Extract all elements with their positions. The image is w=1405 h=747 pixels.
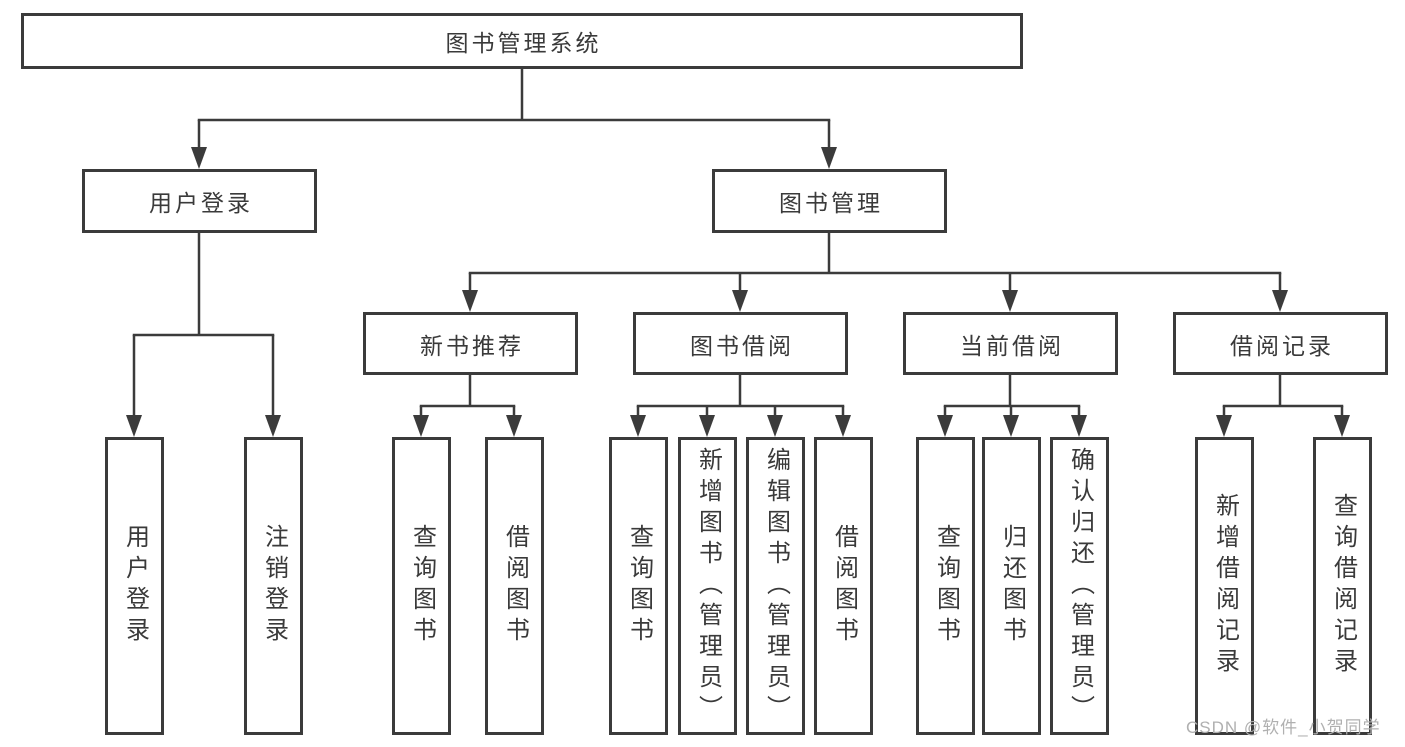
leaf-query-books-recommend-label: 查询图书 (408, 524, 436, 648)
leaf-borrow-books-label: 借阅图书 (830, 524, 858, 648)
node-new-book-recommend: 新书推荐 (363, 312, 578, 375)
connector-new-book-recommend-to-leaves (413, 375, 522, 437)
leaf-logout-login-label: 注销登录 (260, 524, 288, 648)
leaf-confirm-return-admin-label: 确认归还（管理员） (1066, 446, 1094, 726)
connector-book-management-to-level2 (462, 233, 1288, 312)
leaf-confirm-return-admin: 确认归还（管理员） (1050, 437, 1109, 735)
connector-root-to-level1 (191, 69, 837, 169)
node-current-borrow-label: 当前借阅 (960, 332, 1064, 359)
leaf-borrow-books-recommend: 借阅图书 (485, 437, 544, 735)
leaf-logout-login: 注销登录 (244, 437, 303, 735)
leaf-add-book-admin: 新增图书（管理员） (678, 437, 737, 735)
node-book-management: 图书管理 (712, 169, 947, 233)
leaf-return-books-label: 归还图书 (998, 524, 1026, 648)
leaf-query-books-borrow-label: 查询图书 (625, 524, 653, 648)
leaf-user-login-label: 用户登录 (121, 524, 149, 648)
node-book-management-label: 图书管理 (779, 190, 883, 216)
leaf-borrow-books: 借阅图书 (814, 437, 873, 735)
node-borrow-records: 借阅记录 (1173, 312, 1388, 375)
node-book-borrow: 图书借阅 (633, 312, 848, 375)
node-user-login-label: 用户登录 (149, 190, 253, 216)
node-root-system: 图书管理系统 (21, 13, 1023, 69)
leaf-query-books-current: 查询图书 (916, 437, 975, 735)
leaf-edit-book-admin: 编辑图书（管理员） (746, 437, 805, 735)
leaf-add-borrow-record-label: 新增借阅记录 (1211, 493, 1239, 679)
leaf-borrow-books-recommend-label: 借阅图书 (501, 524, 529, 648)
connector-book-borrow-to-leaves (630, 375, 851, 437)
leaf-add-book-admin-label: 新增图书（管理员） (694, 446, 722, 726)
connector-borrow-records-to-leaves (1216, 375, 1350, 437)
node-borrow-records-label: 借阅记录 (1230, 332, 1334, 359)
node-current-borrow: 当前借阅 (903, 312, 1118, 375)
connector-current-borrow-to-leaves (937, 375, 1087, 437)
leaf-query-books-recommend: 查询图书 (392, 437, 451, 735)
leaf-add-borrow-record: 新增借阅记录 (1195, 437, 1254, 735)
leaf-query-books-borrow: 查询图书 (609, 437, 668, 735)
connector-user-login-to-leaves (126, 233, 281, 437)
node-book-borrow-label: 图书借阅 (690, 332, 794, 359)
node-root-system-label: 图书管理系统 (445, 30, 602, 56)
leaf-edit-book-admin-label: 编辑图书（管理员） (762, 446, 790, 726)
leaf-query-borrow-record: 查询借阅记录 (1313, 437, 1372, 735)
leaf-user-login: 用户登录 (105, 437, 164, 735)
node-user-login: 用户登录 (82, 169, 317, 233)
node-new-book-recommend-label: 新书推荐 (420, 332, 524, 359)
csdn-watermark: CSDN @软件_小贺同学 (1186, 718, 1381, 737)
leaf-query-borrow-record-label: 查询借阅记录 (1329, 493, 1357, 679)
leaf-query-books-current-label: 查询图书 (932, 524, 960, 648)
leaf-return-books: 归还图书 (982, 437, 1041, 735)
